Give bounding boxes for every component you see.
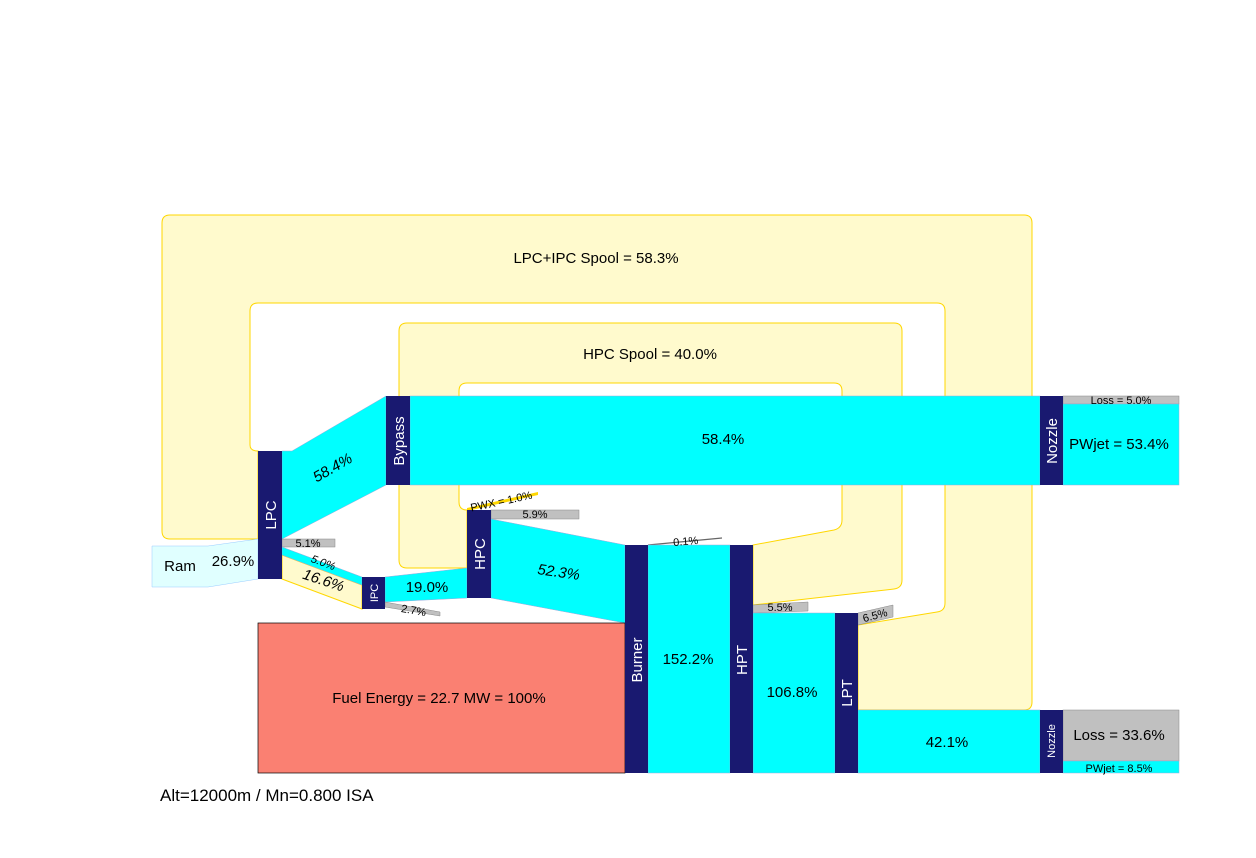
hpc-to-burner-value: 52.3% — [536, 561, 580, 584]
ipc-node — [362, 577, 385, 609]
ipc-to-hpc-value: 19.0% — [406, 579, 449, 596]
lpc-label: LPC — [263, 500, 280, 529]
core-nozzle-loss-label: Loss = 33.6% — [1073, 727, 1164, 744]
hpc-node — [467, 510, 491, 598]
burner-loss-value: 0.1% — [673, 535, 699, 549]
hpt-node — [730, 545, 753, 773]
bypass-to-nozzle-value: 58.4% — [702, 431, 745, 448]
burner-to-hpt-flow — [647, 544, 731, 774]
hp-spool-label: HPC Spool = 40.0% — [583, 346, 717, 363]
burner-label: Burner — [629, 637, 646, 682]
lpc-node — [258, 451, 282, 579]
core-nozzle-node — [1040, 710, 1063, 773]
burner-loss-flow — [647, 537, 723, 546]
hpc-label: HPC — [472, 538, 489, 570]
lpt-label: LPT — [839, 679, 856, 707]
bypass-node — [386, 396, 410, 485]
hpc-loss-value: 5.9% — [522, 509, 547, 521]
bypass-pwjet — [1062, 403, 1180, 486]
hpt-to-lpt-flow — [752, 612, 836, 774]
core-nozzle-label: Nozzle — [1046, 724, 1058, 758]
lp-spool-label: LPC+IPC Spool = 58.3% — [513, 250, 678, 267]
hpt-loss-value: 5.5% — [767, 602, 792, 614]
ipc-label: IPC — [369, 584, 381, 602]
burner-to-hpt-value: 152.2% — [663, 651, 714, 668]
pwx-flow — [467, 492, 538, 511]
core-pwjet-label: PWjet = 8.5% — [1086, 763, 1153, 775]
bypass-nozzle-node — [1040, 396, 1063, 485]
burner-node — [625, 545, 648, 773]
lpt-to-nozzle-value: 42.1% — [926, 734, 969, 751]
fuel-energy-flow — [257, 622, 626, 774]
lpc-loss-value: 5.1% — [295, 538, 320, 550]
ipc-loss-value: 2.7% — [400, 603, 427, 619]
flight-condition-footer: Alt=12000m / Mn=0.800 ISA — [160, 786, 374, 805]
bypass-nozzle-label: Nozzle — [1044, 418, 1061, 464]
bypass-pwjet-label: PWjet = 53.4% — [1069, 436, 1169, 453]
bypass-nozzle-loss-label: Loss = 5.0% — [1091, 395, 1152, 407]
fuel-energy-label: Fuel Energy = 22.7 MW = 100% — [332, 690, 545, 707]
bypass-to-nozzle-flow — [409, 395, 1041, 486]
hpt-label: HPT — [734, 645, 751, 675]
lpt-node — [835, 613, 858, 773]
ram-value: 26.9% — [212, 553, 255, 570]
hpt-to-lpt-value: 106.8% — [767, 684, 818, 701]
bypass-label: Bypass — [391, 416, 408, 465]
core-nozzle-loss — [1062, 709, 1180, 762]
ram-label: Ram — [164, 558, 196, 575]
